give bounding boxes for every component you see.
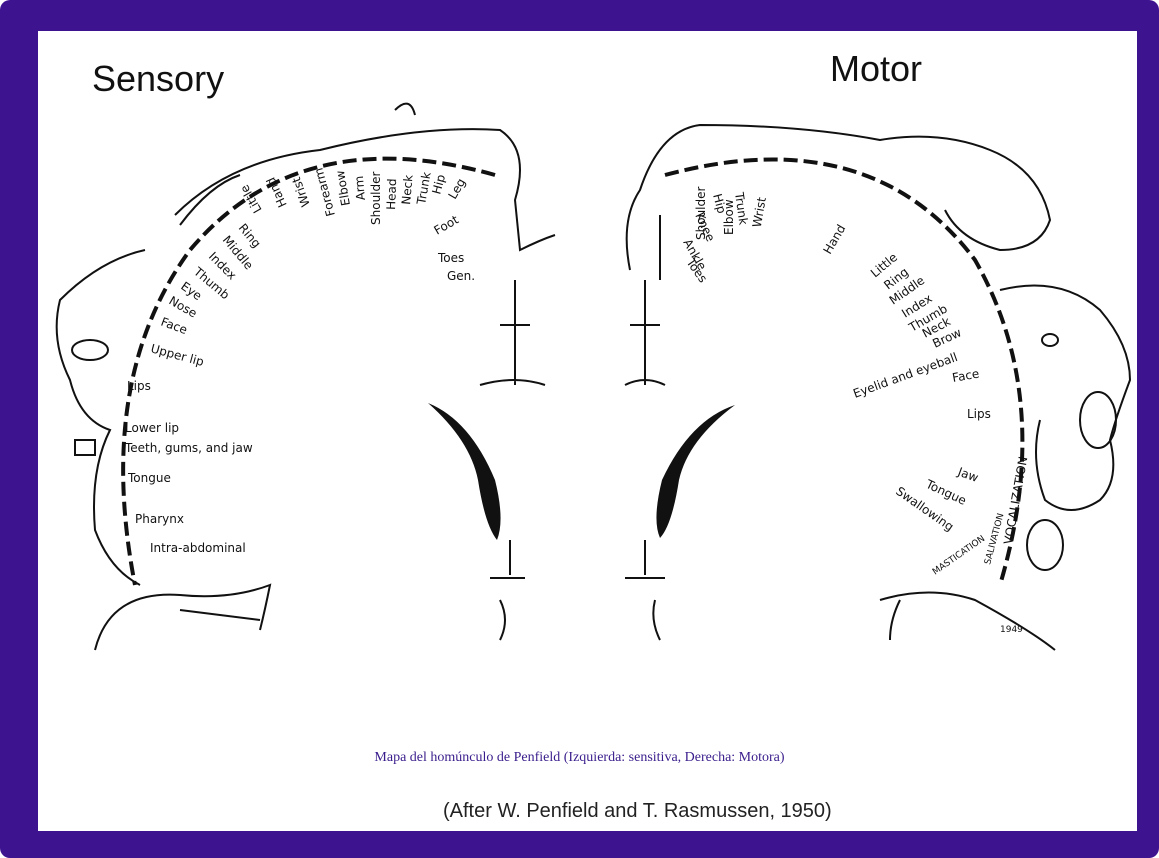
motor-labels: Toes Ankle Knee Hip Trunk Shoulder Elbow… (680, 186, 1030, 635)
sensory-label-toes: Toes (437, 251, 464, 265)
figure-credit: (After W. Penfield and T. Rasmussen, 195… (443, 800, 832, 823)
sensory-label-upper-lip: Upper lip (149, 341, 205, 369)
sensory-label-little: Little (237, 182, 264, 215)
sensory-label-face: Face (159, 315, 189, 337)
motor-label-lips: Lips (967, 407, 991, 421)
sensory-label-lips: Lips (127, 379, 151, 393)
sensory-label-shoulder: Shoulder (369, 171, 383, 225)
sensory-label-gen: Gen. (447, 269, 475, 283)
sensory-label-wrist: Wrist (289, 175, 313, 209)
sensory-labels: Gen. Toes Foot Leg Hip Trunk Neck Head S… (124, 166, 475, 555)
motor-brain-base (880, 593, 1055, 651)
sensory-label-head: Head (384, 178, 399, 210)
sensory-face-drawing (57, 250, 145, 585)
sensory-brain-base (95, 585, 270, 650)
sensory-label-tongue: Tongue (127, 471, 171, 485)
sensory-title: Sensory (92, 58, 224, 100)
motor-label-eyelid: Eyelid and eyeball (851, 350, 959, 401)
sensory-label-teeth: Teeth, gums, and jaw (124, 441, 253, 455)
left-ventricle (428, 403, 501, 540)
motor-label-shoulder: Shoulder (694, 186, 708, 240)
motor-label-elbow: Elbow (722, 199, 736, 235)
sensory-label-neck: Neck (399, 174, 416, 205)
sensory-label-foot: Foot (432, 212, 462, 237)
sensory-label-elbow: Elbow (333, 169, 353, 207)
motor-label-jaw: Jaw (955, 464, 980, 485)
sensory-label-hand: Hand (264, 175, 290, 210)
motor-label-face: Face (951, 366, 980, 385)
signature-year: 1949 (1000, 625, 1023, 635)
sensory-label-pharynx: Pharynx (135, 512, 184, 526)
motor-label-mastication: MASTICATION (931, 534, 987, 577)
sensory-label-intra-abdominal: Intra-abdominal (150, 541, 246, 555)
sensory-label-leg: Leg (445, 176, 468, 202)
motor-label-wrist: Wrist (750, 196, 769, 229)
figure-caption: Mapa del homúnculo de Penfield (Izquierd… (0, 750, 1159, 766)
sensory-label-lower-lip: Lower lip (125, 421, 179, 435)
motor-label-vocalization: VOCALIZATION (1001, 455, 1030, 545)
sensory-label-trunk: Trunk (414, 171, 434, 207)
right-ventricle (656, 405, 735, 538)
motor-label-hand: Hand (820, 222, 848, 256)
sensory-label-arm: Arm (352, 175, 368, 201)
motor-title: Motor (830, 48, 922, 90)
